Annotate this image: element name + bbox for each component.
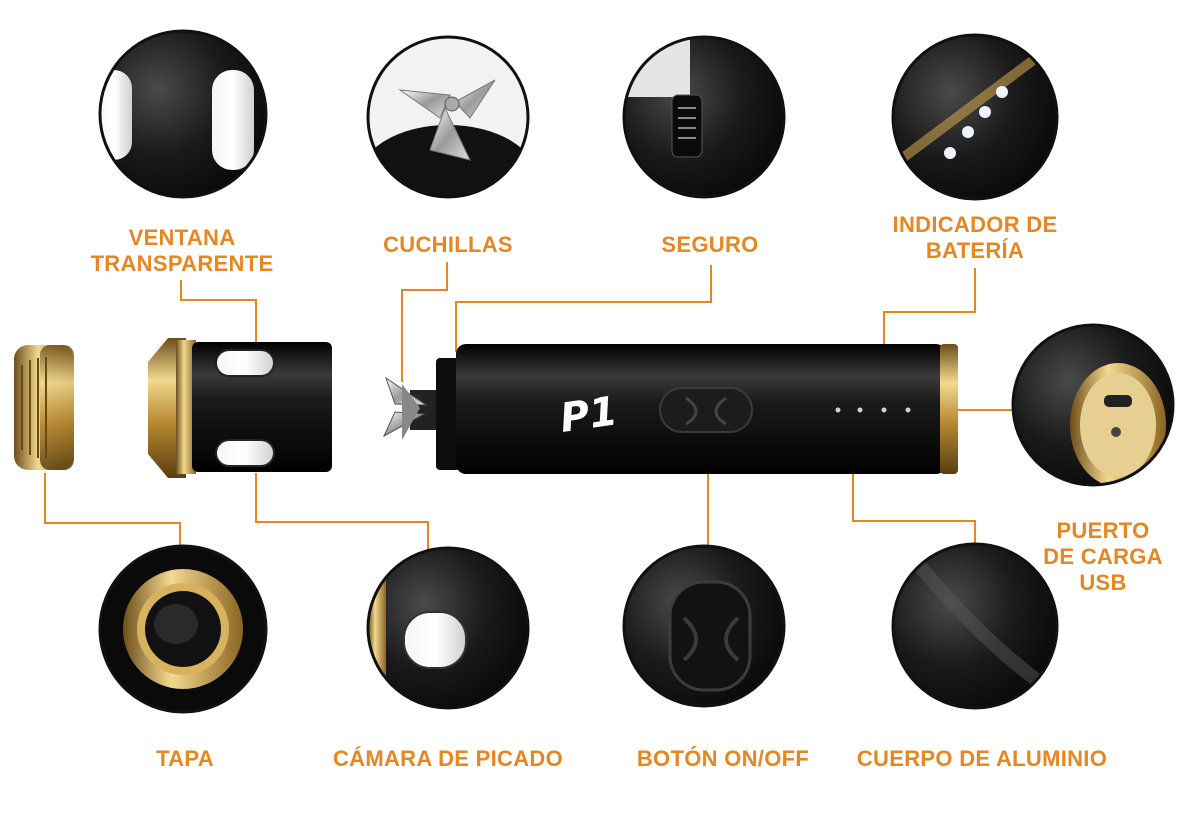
label-cuchillas: CUCHILLAS — [348, 232, 548, 258]
label-line: INDICADOR DE — [892, 212, 1058, 237]
product-logo: P1 — [557, 388, 620, 442]
lid-part — [14, 345, 74, 470]
label-seguro: SEGURO — [620, 232, 800, 258]
label-line: BATERÍA — [925, 238, 1025, 263]
led-1 — [996, 86, 1008, 98]
battery-led-dots — [835, 407, 911, 413]
label-line: SEGURO — [661, 232, 759, 257]
leader-indicador — [883, 268, 976, 372]
detail-puerto — [1013, 325, 1173, 485]
motor-body: P1 — [456, 344, 958, 474]
label-line: CUERPO DE ALUMINIO — [856, 746, 1108, 771]
chopping-chamber-part — [148, 338, 332, 478]
label-line: DE CARGA — [1043, 544, 1163, 569]
detail-tapa — [100, 546, 266, 712]
window-bottom — [215, 439, 275, 467]
label-tapa: TAPA — [110, 746, 260, 772]
label-line: VENTANA — [128, 225, 236, 250]
label-camara-picado: CÁMARA DE PICADO — [310, 746, 586, 772]
led-3 — [962, 126, 974, 138]
label-line: USB — [1079, 570, 1127, 595]
label-line: TAPA — [156, 746, 214, 771]
leader-seguro — [455, 265, 712, 352]
label-line: PUERTO — [1056, 518, 1150, 543]
led-4 — [944, 147, 956, 159]
leader-cuchillas — [401, 262, 448, 382]
detail-boton — [624, 546, 784, 706]
led-2 — [979, 106, 991, 118]
detail-cuerpo — [893, 544, 1057, 708]
leader-camara — [255, 473, 429, 550]
usb-port — [1104, 395, 1132, 407]
power-button[interactable] — [659, 387, 753, 433]
label-line: CÁMARA DE PICADO — [332, 746, 564, 771]
label-cuerpo-aluminio: CUERPO DE ALUMINIO — [838, 746, 1126, 772]
label-ventana-transparente: VENTANA TRANSPARENTE — [66, 225, 298, 277]
label-line: BOTÓN ON/OFF — [636, 746, 810, 771]
window-top — [215, 349, 275, 377]
detail-ventana — [100, 31, 266, 197]
label-line: CUCHILLAS — [383, 232, 513, 257]
leader-lines — [44, 262, 1013, 550]
leader-ventana — [180, 280, 257, 352]
label-indicador-bateria: INDICADOR DE BATERÍA — [862, 212, 1088, 264]
label-line: TRANSPARENTE — [90, 251, 274, 276]
leader-tapa — [44, 473, 181, 545]
leader-cuerpo — [852, 463, 976, 545]
label-boton-onoff: BOTÓN ON/OFF — [612, 746, 834, 772]
label-puerto-carga-usb: PUERTO DE CARGA USB — [1018, 518, 1188, 596]
detail-cuchillas — [368, 37, 528, 197]
blades-part — [382, 358, 460, 470]
